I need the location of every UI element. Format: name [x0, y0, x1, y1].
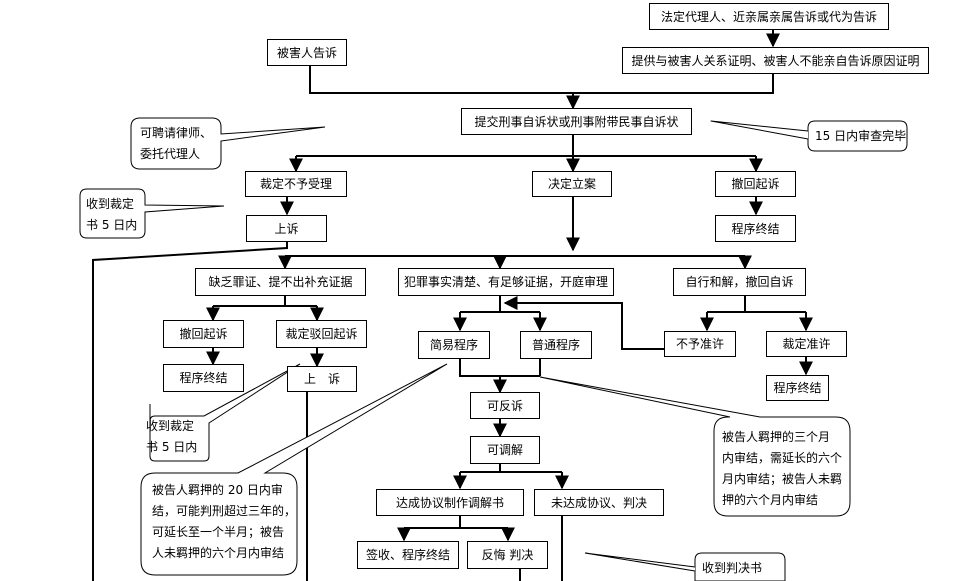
- submit-complaint-box: 提交刑事自诉状或刑事附带民事自诉状: [461, 108, 692, 135]
- victim-prosecute-box: 被害人告诉: [267, 39, 347, 66]
- note-line: 被告人羁押的 20 日内审: [152, 483, 283, 497]
- ruling-dismiss-box: 裁定驳回起诉: [276, 320, 367, 348]
- note-line: 结，可能判刑超过三年的，: [152, 504, 297, 518]
- note-line: 收到裁定: [146, 419, 195, 433]
- no-agreement-judgment-box: 未达成协议、判决: [534, 489, 664, 516]
- note-line: 押的六个月内审结: [722, 493, 819, 507]
- note-line: 收到裁定: [86, 197, 135, 211]
- lack-evidence-box: 缺乏罪证、提不出补充证据: [195, 268, 366, 296]
- callout-review-15: [807, 120, 908, 152]
- legal-rep-prosecute-box: 法定代理人、近亲属亲属告诉或代为告诉: [649, 3, 889, 30]
- ordinary-procedure-box: 普通程序: [520, 331, 592, 359]
- procedure-end-top-box: 程序终结: [715, 215, 796, 242]
- procedure-end-left-box: 程序终结: [163, 364, 244, 392]
- regret-judgment-box: 反悔 判决: [467, 541, 548, 569]
- counterclaim-box: 可反诉: [470, 392, 540, 419]
- note-simple-deadline: 被告人羁押的 20 日内审 结，可能判刑超过三年的， 可延长至一个半月；被告 人…: [152, 480, 296, 564]
- proof-relationship-box: 提供与被害人关系证明、被害人不能亲自告诉原因证明: [622, 47, 929, 74]
- appeal-left-box: 上诉: [246, 215, 327, 242]
- reject-acceptance-box: 裁定不予受理: [245, 171, 347, 197]
- callout-ruling-mid: [149, 363, 301, 462]
- callout-hire-lawyer: [130, 117, 326, 170]
- mediation-agreement-box: 达成协议制作调解书: [376, 489, 524, 516]
- callout-ordinary-deadline: [539, 376, 851, 517]
- note-ruling-mid: 收到裁定 书 5 日内: [146, 416, 197, 458]
- note-hire-lawyer: 可聘请律师、 委托代理人: [140, 123, 212, 165]
- callout-judgment-received: [694, 552, 786, 581]
- withdraw-prosecution-top-box: 撤回起诉: [715, 171, 796, 197]
- callout-ruling-top: [79, 188, 225, 239]
- note-line: 书 5 日内: [146, 440, 198, 454]
- note-review-15: 15 日内审查完毕: [815, 129, 907, 143]
- note-ordinary-deadline: 被告人羁押的三个月 内审结，需延长的六个 月内审结；被告人未羁 押的六个月内审结: [722, 427, 842, 511]
- ruling-permit-box: 裁定准许: [766, 331, 847, 357]
- note-line: 被告人羁押的三个月: [722, 430, 831, 444]
- note-line: 可延长至一个半月；被告: [152, 525, 285, 539]
- note-line: 月内审结；被告人未羁: [722, 472, 843, 486]
- self-settle-withdraw-box: 自行和解，撤回自诉: [673, 268, 806, 296]
- appeal-mid-box: 上 诉: [287, 366, 357, 392]
- clear-facts-trial-box: 犯罪事实清楚、有足够证据，开庭审理: [398, 268, 614, 296]
- note-judgment-received: 收到判决书: [702, 561, 763, 575]
- not-permitted-box: 不予准许: [664, 331, 736, 357]
- procedure-end-right-box: 程序终结: [766, 375, 829, 401]
- note-line: 书 5 日内: [86, 218, 138, 232]
- note-line: 内审结，需延长的六个: [722, 451, 843, 465]
- note-ruling-top: 收到裁定 书 5 日内: [86, 194, 137, 236]
- sign-end-box: 签收、程序终结: [357, 541, 459, 569]
- note-line: 人未羁押的六个月内审结: [152, 546, 285, 560]
- note-line: 可聘请律师、: [140, 126, 213, 140]
- callout-simple-deadline: [140, 363, 448, 576]
- mediation-box: 可调解: [470, 436, 540, 464]
- simple-procedure-box: 简易程序: [418, 331, 490, 359]
- withdraw-prosecution-left-box: 撤回起诉: [163, 320, 244, 348]
- note-line: 委托代理人: [140, 147, 201, 161]
- decide-filing-box: 决定立案: [532, 171, 612, 197]
